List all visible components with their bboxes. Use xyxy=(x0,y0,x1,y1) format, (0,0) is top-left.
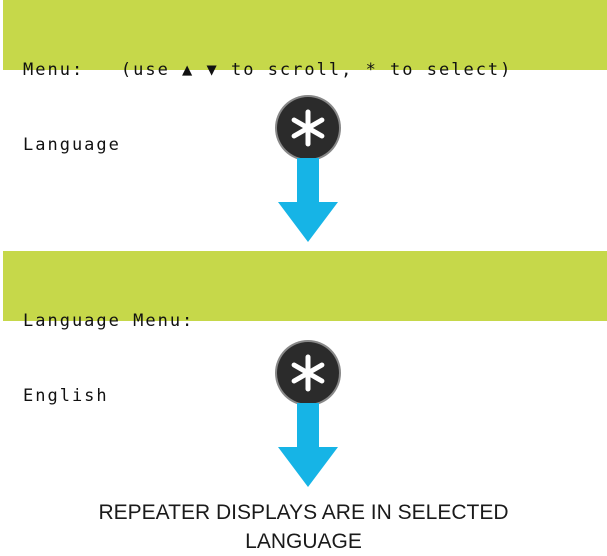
result-caption: REPEATER DISPLAYS ARE IN SELECTED LANGUA… xyxy=(0,498,607,556)
asterisk-icon xyxy=(291,354,325,392)
down-arrow-icon xyxy=(278,158,338,242)
asterisk-icon xyxy=(291,109,325,147)
lcd-display-menu: Menu: (use ▲ ▼ to scroll, * to select) L… xyxy=(3,0,607,155)
lcd-line-2: Language xyxy=(23,135,121,155)
caption-line-2: LANGUAGE xyxy=(245,530,362,553)
lcd-line-1: Language Menu: xyxy=(23,311,195,331)
select-star-button[interactable] xyxy=(277,97,339,159)
select-star-button[interactable] xyxy=(277,342,339,404)
lcd-display-language-menu: Language Menu: English xyxy=(3,251,607,406)
caption-line-1: REPEATER DISPLAYS ARE IN SELECTED xyxy=(98,501,509,524)
lcd-line-1: Menu: (use ▲ ▼ to scroll, * to select) xyxy=(23,60,513,80)
lcd-line-2: English xyxy=(23,386,109,406)
down-arrow-icon xyxy=(278,403,338,487)
